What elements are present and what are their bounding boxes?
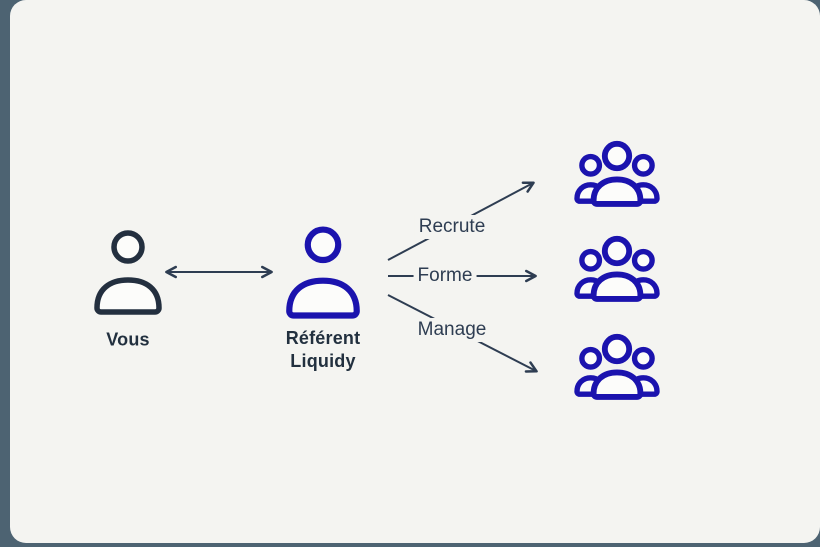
- referent-person-icon: [286, 224, 360, 325]
- referent-label-line1: Référent: [285, 328, 361, 348]
- you-label: Vous: [106, 329, 150, 350]
- referent-label: Référent Liquidy: [286, 327, 361, 373]
- you-person-icon: [94, 228, 162, 321]
- relation-label-forme: Forme: [413, 264, 477, 288]
- team-group-icon-2: [572, 233, 662, 318]
- referent-label-line2: Liquidy: [290, 351, 356, 371]
- relation-label-manage: Manage: [413, 318, 491, 342]
- relation-label-recrute: Recrute: [414, 215, 490, 239]
- team-group-icon-1: [572, 138, 662, 223]
- team-group-icon-3: [572, 331, 662, 416]
